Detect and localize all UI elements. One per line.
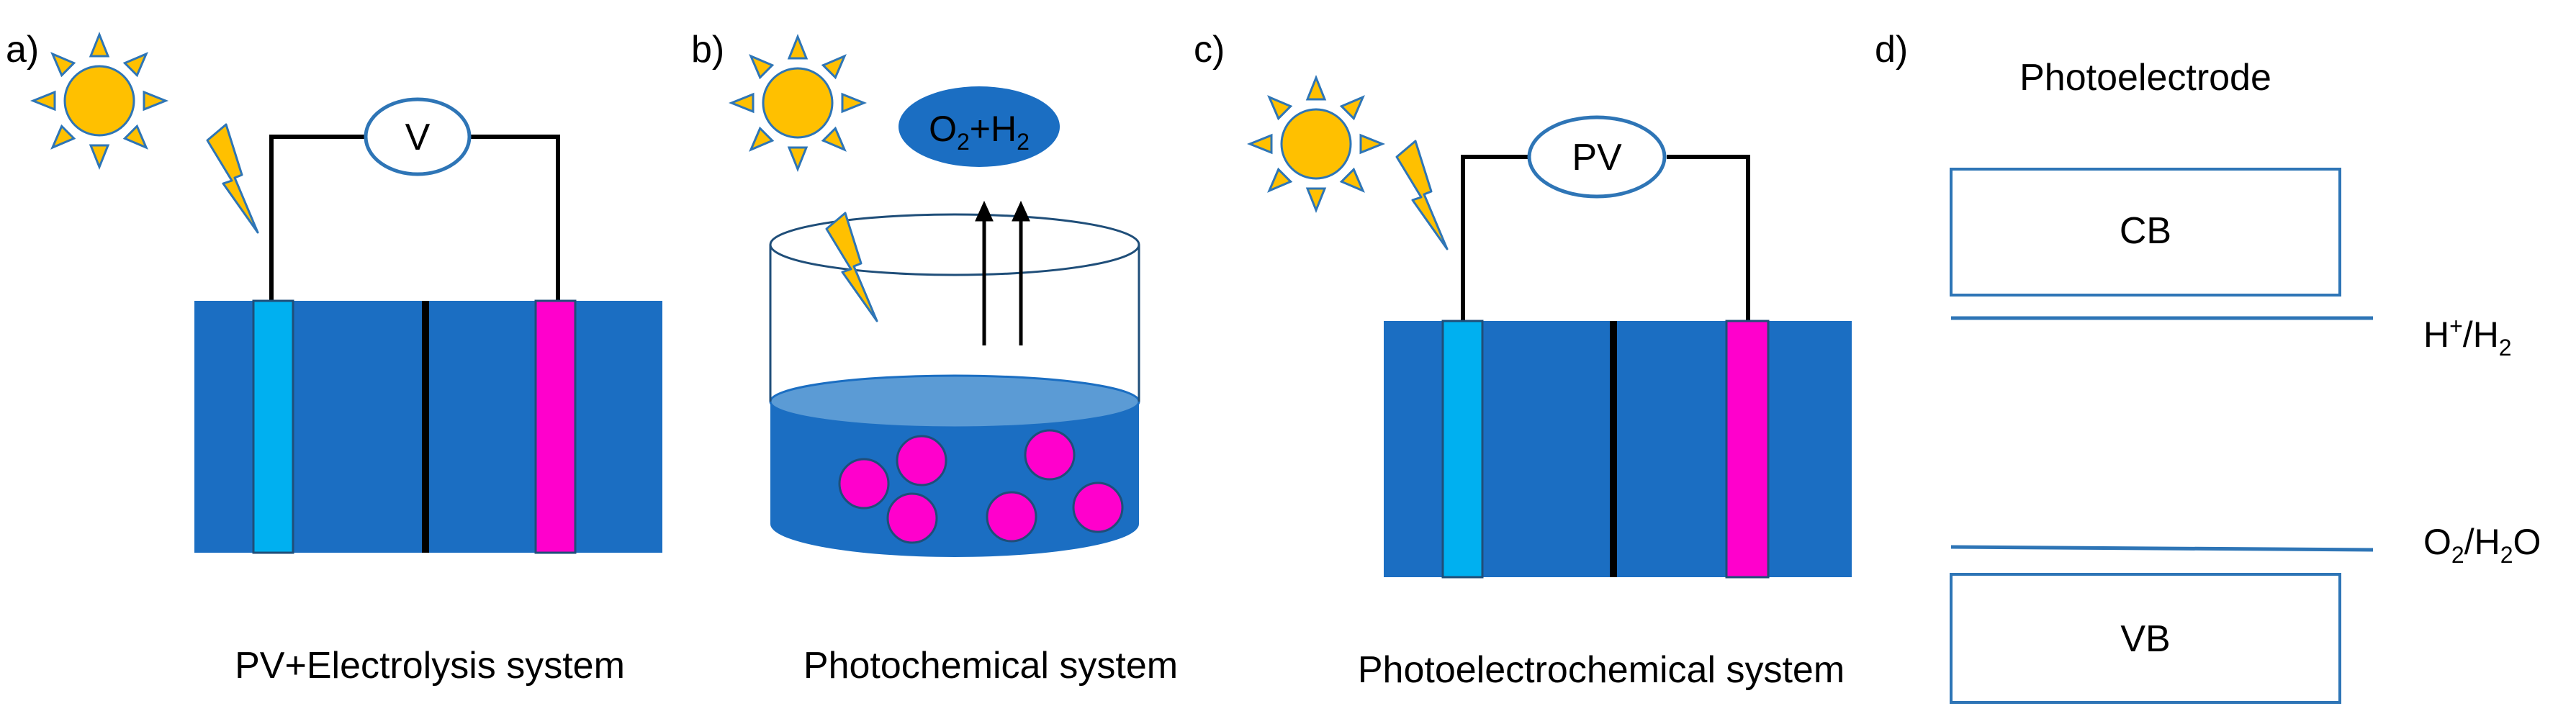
voltmeter: V — [364, 97, 472, 176]
circuit-wire — [269, 135, 560, 302]
vb-label: VB — [2120, 618, 2170, 660]
sun-icon — [731, 37, 864, 169]
cb-label: CB — [2120, 210, 2171, 252]
pv-label: PV — [1572, 137, 1622, 178]
voltmeter-label: V — [405, 117, 431, 158]
panel-a-caption: PV+Electrolysis system — [235, 645, 625, 687]
panel-c-caption: Photoelectrochemical system — [1358, 649, 1845, 691]
panel-c-letter: c) — [1194, 29, 1225, 71]
panel-d-letter: d) — [1875, 29, 1908, 71]
sun-icon — [1250, 78, 1382, 210]
o2-redox-level — [1950, 545, 2374, 552]
electrolysis-cell — [194, 299, 662, 554]
panel-b-letter: b) — [691, 29, 724, 71]
gas-product-bubble: O2+H2 — [899, 86, 1060, 167]
panel-d-title: Photoelectrode — [2019, 57, 2271, 99]
gas-product-label: O2+H2 — [929, 109, 1030, 155]
pv-module: PV — [1527, 115, 1667, 199]
panel-c: c) PV Photoelectrochemical system — [1194, 29, 1852, 691]
lightning-icon — [1395, 140, 1449, 250]
panel-a-letter: a) — [6, 29, 39, 71]
h2-redox-label: H+/H2 — [2423, 313, 2512, 361]
photoelectrochemical-cell — [1384, 320, 1852, 579]
membrane — [1610, 321, 1617, 577]
conduction-band: CB — [1950, 168, 2341, 297]
panel-b: b) O2+H2 — [691, 29, 1178, 687]
panel-b-caption: Photochemical system — [803, 645, 1178, 687]
reactor-beaker — [769, 213, 1140, 557]
panel-a: a) V PV+Electrolysis system — [6, 29, 662, 687]
cathode — [534, 299, 577, 554]
valence-band: VB — [1950, 573, 2341, 704]
cathode — [1725, 320, 1770, 579]
photoanode — [1441, 320, 1484, 579]
membrane — [422, 301, 429, 553]
sun-icon — [33, 35, 166, 167]
panel-d: d) Photoelectrode CB H+/H2 O2/H2O VB — [1875, 29, 2541, 704]
circuit-wire — [1461, 155, 1750, 324]
photocatalyst-particles — [838, 429, 1124, 544]
photoanode — [252, 299, 294, 554]
gas-evolution-arrows — [975, 200, 1030, 345]
lightning-icon — [206, 123, 259, 234]
o2-redox-label: O2/H2O — [2423, 522, 2541, 568]
